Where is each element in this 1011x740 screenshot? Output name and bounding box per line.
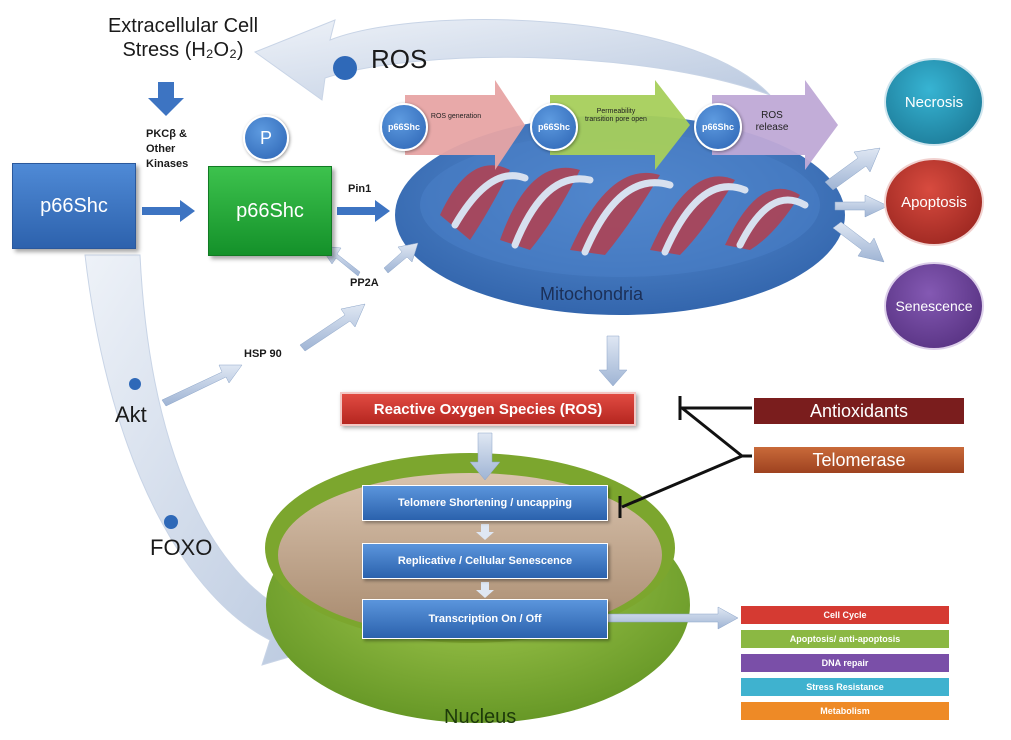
p66shc-inactive-box: p66Shc [12,163,136,249]
kinases-label: PKCβ & Other Kinases [146,127,188,172]
stress-line1: Extracellular Cell [107,15,259,37]
output-metabolism: Metabolism [740,701,950,721]
pin1-arrow [337,200,390,222]
p66shc-active-box: p66Shc [208,166,332,256]
kinases-line2: Other [146,143,176,155]
ros-dot [333,56,357,80]
antioxidants-box: Antioxidants [754,398,964,424]
step-arrow-ros-generation [405,80,525,170]
activation-arrow [142,200,195,222]
pp2a-label: PP2A [350,277,379,289]
pp2a-to-mito-arrow [383,242,419,274]
mito-to-ros-arrow [598,335,628,387]
senescence-circle: Senescence [884,262,984,350]
telomerase-box: Telomerase [754,447,964,473]
to-necrosis-arrow [824,147,881,191]
akt-dot [129,378,141,390]
output-cell-cycle: Cell Cycle [740,605,950,625]
output-stress-resistance: Stress Resistance [740,677,950,697]
stress-line2: Stress (H₂O₂) [122,39,244,61]
mito-step-1-text: ROS generation [430,113,482,120]
mitochondria-label: Mitochondria [540,284,644,304]
ros-box: Reactive Oxygen Species (ROS) [340,392,636,426]
inhibition-lines [618,396,752,518]
akt-arrow [161,364,243,407]
stress-label: Extracellular Cell Stress (H₂O₂) [88,14,278,62]
senescence-step: Replicative / Cellular Senescence [362,543,608,579]
mito-step-2-text: Permeability transition pore open [585,108,647,123]
transcription-step: Transcription On / Off [362,599,608,639]
stress-down-arrow [148,82,184,116]
hsp90-label: HSP 90 [244,348,282,360]
phospho-circle: P [243,115,289,161]
ros-feedback-arrow [253,19,771,101]
mito-step-3-text: ROS release [755,110,789,133]
step-arrow-permeability [550,80,690,170]
pin1-label: Pin1 [348,183,372,195]
mito-badge-2: p66Shc [530,103,578,151]
output-dna-repair: DNA repair [740,653,950,673]
apoptosis-circle: Apoptosis [884,158,984,246]
foxo-label: FOXO [150,535,213,560]
cristae [440,165,809,256]
nucleus-label: Nucleus [444,706,517,728]
telomere-step: Telomere Shortening / uncapping [362,485,608,521]
mito-badge-1: p66Shc [380,103,428,151]
transcription-to-outputs-arrow [605,606,739,630]
necrosis-circle: Necrosis [884,58,984,146]
kinases-line3: Kinases [146,158,189,170]
akt-label: Akt [115,402,147,427]
hsp90-arrow [299,303,366,352]
ros-to-telomere-arrow [469,432,501,481]
step-arrow-ros-release [712,80,838,170]
output-apoptosis: Apoptosis/ anti-apoptosis [740,629,950,649]
to-apoptosis-arrow [834,194,889,218]
ros-top-label: ROS [371,44,428,74]
to-senescence-arrow [832,221,885,263]
kinases-line1: PKCβ & [146,128,187,140]
mito-badge-3: p66Shc [694,103,742,151]
foxo-dot [164,515,178,529]
